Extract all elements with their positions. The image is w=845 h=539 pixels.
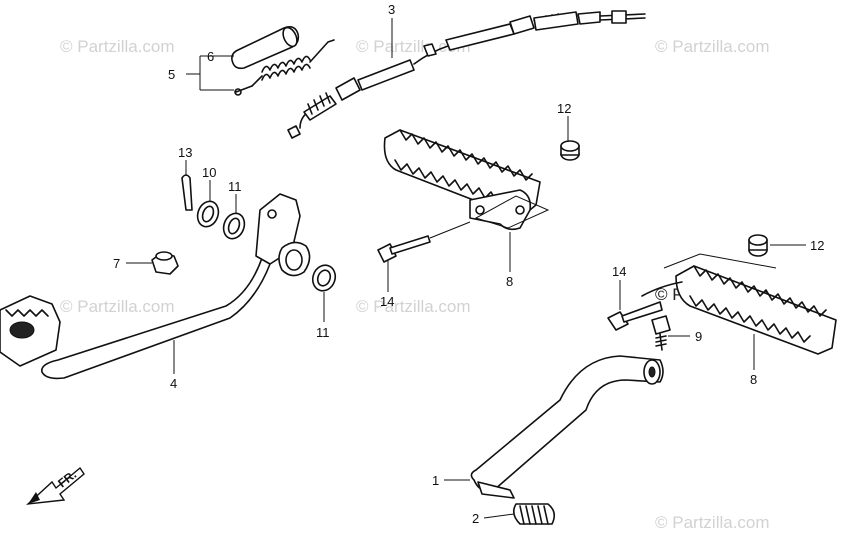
- callout-6: 6: [207, 49, 214, 64]
- callout-10: 10: [202, 165, 216, 180]
- part-12-nut-right: [748, 234, 768, 257]
- watermark: © Partzilla.com: [655, 37, 770, 56]
- callout-4: 4: [170, 376, 177, 391]
- part-8-footpeg-lower: [641, 265, 837, 355]
- part-9-stud: [651, 315, 671, 351]
- callout-8-upper: 8: [506, 274, 513, 289]
- part-8-footpeg-upper: [383, 129, 550, 231]
- callout-14-upper: 14: [380, 294, 394, 309]
- callout-11-upper: 11: [228, 179, 242, 194]
- callout-9: 9: [695, 329, 702, 344]
- part-4-brake-pedal: [0, 193, 311, 380]
- part-5-spring: [234, 39, 335, 96]
- part-14-bolt-lower: [607, 301, 663, 331]
- part-6-sleeve: [231, 26, 300, 70]
- callout-2: 2: [472, 511, 479, 526]
- part-14-bolt-upper: [377, 221, 471, 263]
- watermark: © Partzilla.com: [356, 37, 471, 56]
- part-12-nut-top: [560, 140, 580, 161]
- callout-12-top: 12: [557, 101, 571, 116]
- watermark: © Partzilla.com: [356, 297, 471, 316]
- watermark: © Partzilla.com: [60, 297, 175, 316]
- callout-5: 5: [168, 67, 175, 82]
- part-11-washer-upper: [222, 212, 246, 240]
- callout-7: 7: [113, 256, 120, 271]
- callout-14-lower: 14: [612, 264, 626, 279]
- part-10-washer: [196, 200, 220, 228]
- watermark: © Partzilla.com: [60, 37, 175, 56]
- part-3-cable: [287, 10, 646, 139]
- watermark: © Partzilla.com: [655, 513, 770, 532]
- part-1-kick-arm: [470, 355, 664, 499]
- callout-1: 1: [432, 473, 439, 488]
- part-13-cotter-pin: [181, 174, 193, 211]
- callout-3: 3: [388, 2, 395, 17]
- part-7-nut: [151, 251, 179, 275]
- callout-12-right: 12: [810, 238, 824, 253]
- part-2-kick-rubber: [512, 503, 556, 525]
- part-11-washer-lower: [311, 264, 337, 292]
- callout-8-lower: 8: [750, 372, 757, 387]
- callout-13: 13: [178, 145, 192, 160]
- front-direction-arrow: FR.: [25, 466, 85, 505]
- callout-11-lower: 11: [316, 325, 330, 340]
- leader-lines: [126, 18, 806, 519]
